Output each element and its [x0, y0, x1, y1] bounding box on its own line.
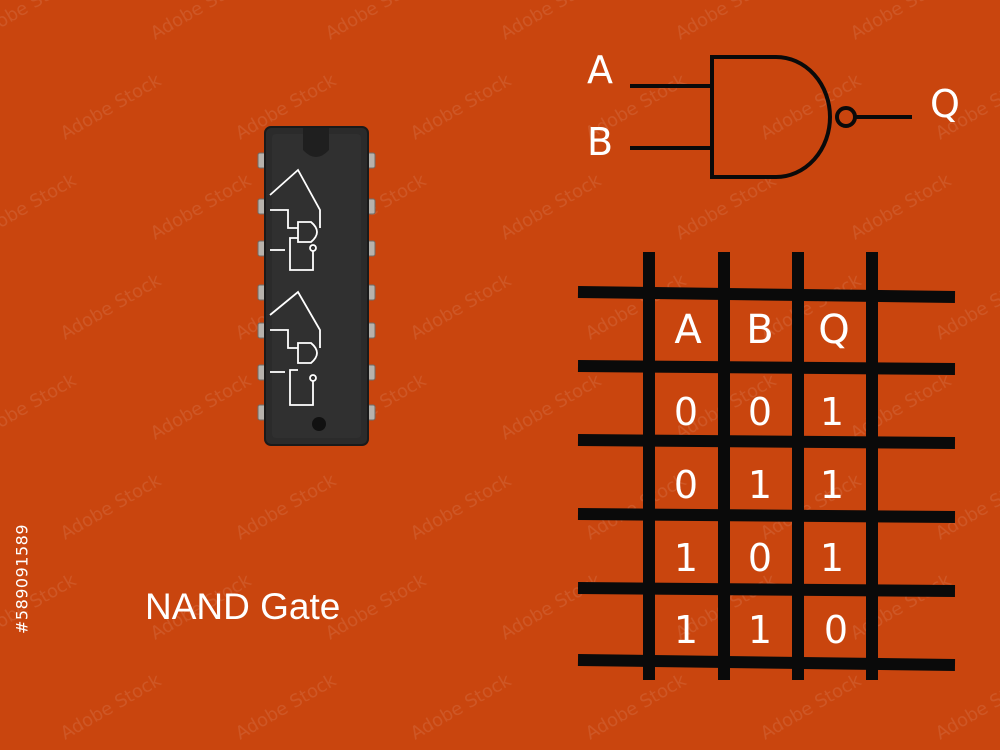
table-cell: 0 [748, 390, 772, 434]
watermark-text: Adobe Stock [932, 470, 1000, 545]
grid-hline [577, 434, 956, 449]
watermark-text: Adobe Stock [672, 0, 780, 44]
watermark-text: Adobe Stock [497, 170, 605, 245]
table-cell: 0 [748, 536, 772, 580]
table-cell: 1 [748, 608, 772, 652]
truth-table-grid [577, 252, 956, 680]
watermark-text: Adobe Stock [847, 370, 955, 445]
watermark-text: Adobe Stock [147, 0, 255, 44]
nand-gate-symbol: A B Q [587, 48, 960, 179]
watermark-text: Adobe Stock [407, 470, 515, 545]
watermark-text: Adobe Stock [672, 170, 780, 245]
watermark-text: Adobe Stock [0, 370, 80, 445]
pin-one-dot [312, 417, 326, 431]
watermark-text: Adobe Stock [847, 0, 955, 44]
watermark-text: Adobe Stock [232, 470, 340, 545]
watermark-text: Adobe Stock [497, 0, 605, 44]
gate-body [710, 55, 832, 179]
watermark-text: Adobe Stock [232, 670, 340, 745]
grid-hline [577, 286, 956, 303]
watermark-text: Adobe Stock [582, 670, 690, 745]
watermark-text: Adobe Stock [407, 70, 515, 145]
table-cell: 1 [820, 536, 844, 580]
watermark-text: Adobe Stock [0, 0, 80, 44]
watermark-text: Adobe Stock [57, 270, 165, 345]
truth-table: A B Q 0 0 1 0 1 1 1 0 1 1 1 0 [674, 307, 850, 652]
watermark-text: Adobe Stock [147, 370, 255, 445]
watermark-text: Adobe Stock [497, 570, 605, 645]
grid-hline [577, 360, 956, 375]
watermark-text: Adobe Stock [0, 170, 80, 245]
gate-label-b: B [587, 120, 613, 164]
gate-label-q: Q [930, 82, 960, 126]
watermark-text: Adobe Stock [847, 170, 955, 245]
ic-chip [257, 126, 376, 446]
chip-gate-circuits [269, 168, 321, 406]
watermark-text: Adobe Stock [932, 270, 1000, 345]
watermark-text: Adobe Stock [757, 470, 865, 545]
table-header-b: B [746, 307, 773, 353]
table-cell: 0 [674, 463, 698, 507]
table-cell: 1 [674, 608, 698, 652]
watermark-text: Adobe Stock [57, 70, 165, 145]
gate-label-a: A [587, 48, 613, 92]
watermark-text: Adobe Stock [57, 670, 165, 745]
chip-surface [272, 134, 361, 438]
watermark-text: Adobe Stock [407, 270, 515, 345]
watermark-text: Adobe Stock [932, 670, 1000, 745]
table-cell: 1 [820, 463, 844, 507]
watermark-text: Adobe Stock [147, 170, 255, 245]
table-header-q: Q [818, 307, 849, 353]
chip-notch [303, 128, 329, 157]
table-cell: 1 [748, 463, 772, 507]
watermark-text: Adobe Stock [847, 570, 955, 645]
watermark-text: Adobe Stock [57, 470, 165, 545]
watermark-text: Adobe Stock [407, 670, 515, 745]
table-cell: 0 [824, 608, 848, 652]
chip-gate-upper [269, 168, 321, 271]
grid-hline [577, 582, 956, 597]
table-header-a: A [674, 307, 702, 353]
stock-id-text: #589091589 [12, 523, 32, 635]
stock-id: #589091589 [2, 509, 42, 649]
watermark-text: Adobe Stock [757, 670, 865, 745]
chip-gate-lower [269, 290, 321, 406]
table-cell: 1 [674, 536, 698, 580]
grid-hline [577, 654, 956, 671]
table-cell: 1 [820, 390, 844, 434]
caption-title: NAND Gate [145, 586, 341, 627]
table-cell: 0 [674, 390, 698, 434]
watermark-text: Adobe Stock [497, 370, 605, 445]
grid-hline [577, 508, 956, 523]
inversion-bubble [835, 106, 857, 128]
watermark-text: Adobe Stock [322, 0, 430, 44]
